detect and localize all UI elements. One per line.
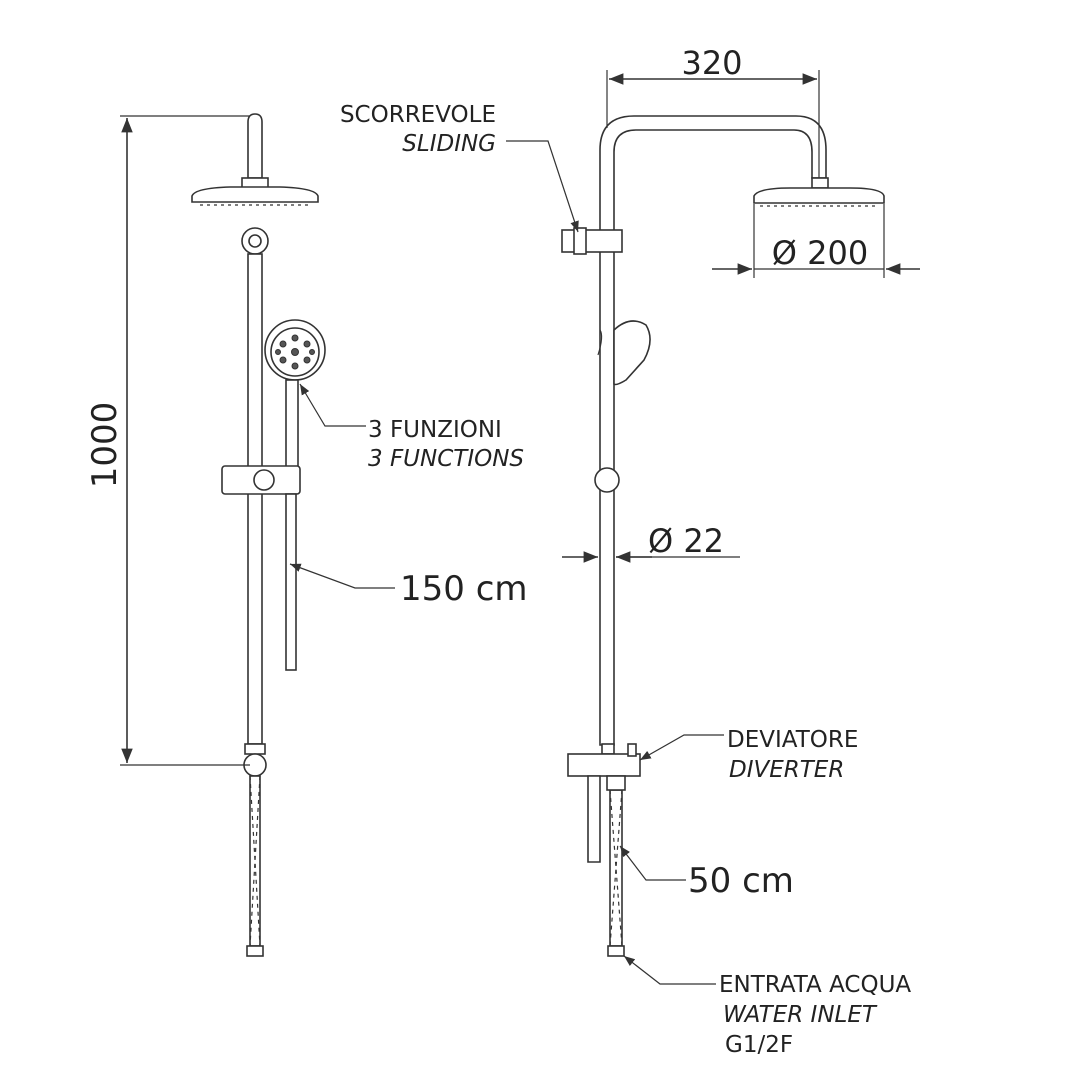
head-diameter-value: Ø 200: [772, 234, 868, 272]
sliding-label-en: SLIDING: [402, 131, 496, 157]
sliding-label-it: SCORREVOLE: [340, 102, 496, 128]
height-value: 1000: [85, 402, 125, 489]
hand-hose-length: 150 cm: [400, 569, 528, 609]
front-main-bar: [247, 253, 263, 745]
pipe-diameter-value: Ø 22: [648, 522, 724, 560]
front-top-pipe: [247, 113, 263, 179]
side-inlet-nut: [607, 945, 625, 957]
inlet-hose-length: 50 cm: [688, 861, 794, 901]
side-inlet-hose: [609, 789, 623, 947]
side-diverter-outlet: [587, 775, 601, 863]
sliding-leader: [506, 140, 579, 233]
side-head-shower: [753, 187, 885, 204]
inlet-thread-label: G1/2F: [725, 1032, 793, 1058]
front-ring-inner: [248, 234, 262, 248]
side-sliding-support: [561, 229, 623, 253]
front-head-shower: [191, 186, 319, 203]
side-hand-shower-edge: [597, 329, 603, 356]
functions-leader: [299, 383, 366, 427]
functions-label-en: 3 FUNCTIONS: [368, 446, 524, 472]
front-bottom-nut: [244, 743, 266, 755]
front-hand-shower-nozzles: [275, 334, 315, 370]
side-inlet-hose-braid: [609, 789, 623, 947]
side-diverter-body: [567, 753, 641, 777]
side-view: 320 Ø 200 Ø 22 SCORREVOLE SLIDING DEVIAT…: [340, 44, 920, 1058]
front-hand-hose: [285, 493, 297, 671]
diverter-label-it: DEVIATORE: [727, 727, 858, 753]
reach-value: 320: [681, 44, 742, 82]
side-sliding-screw: [573, 227, 587, 255]
diverter-leader: [639, 734, 724, 761]
side-diverter-lever: [627, 743, 637, 757]
inlet-label-en: WATER INLET: [723, 1002, 878, 1028]
diverter-label-en: DIVERTER: [729, 757, 844, 783]
front-hand-shower-handle: [285, 379, 299, 471]
side-hand-shower: [613, 320, 651, 386]
side-head-joint: [811, 177, 829, 189]
side-diverter-nut: [601, 743, 615, 755]
hand-hose-leader: [289, 563, 395, 589]
side-bar-and-arm: [599, 115, 827, 746]
front-view: 1000 3 FUNZIONI 3 FUNCTIONS 150 cm: [85, 113, 528, 957]
functions-label-it: 3 FUNZIONI: [368, 417, 502, 443]
side-inlet-joint: [606, 775, 626, 791]
inlet-label-it: ENTRATA ACQUA: [719, 972, 911, 998]
inlet-hose-leader: [619, 845, 686, 881]
inlet-leader: [623, 955, 716, 985]
side-slider-knob: [594, 467, 620, 493]
front-slider-knob: [253, 469, 275, 491]
front-inlet-nut: [246, 945, 264, 957]
